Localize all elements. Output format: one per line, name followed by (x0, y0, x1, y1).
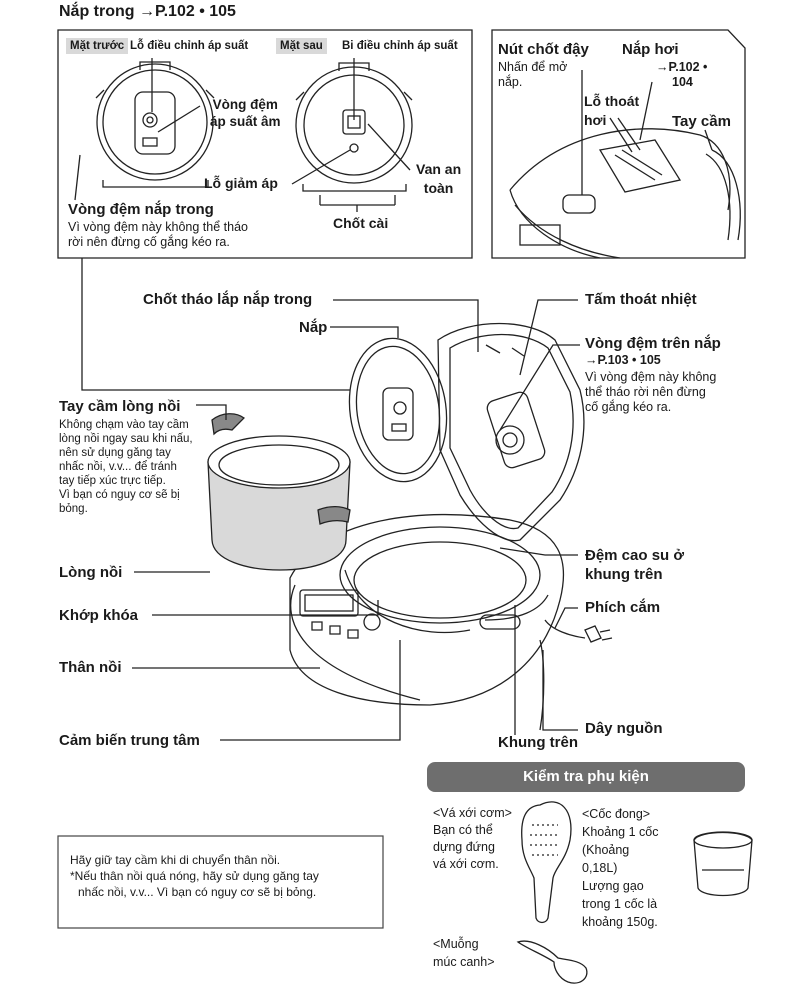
pot-handle-note-line: Không chạm vào tay cầm (59, 418, 193, 432)
pot-handle-note-line: nhấc nồi, v.v... để tránh (59, 460, 193, 474)
carry-note: Hãy giữ tay cầm khi di chuyển thân nồi. … (70, 852, 319, 900)
label-inner-pot: Lòng nồi (59, 563, 122, 582)
label-upper-frame: Khung trên (498, 733, 578, 752)
measuring-cup-drawing (694, 833, 752, 896)
label-center-sensor: Cảm biến trung tâm (59, 731, 200, 750)
open-lid-drawing (438, 324, 584, 541)
frame-rubber-line-1: Đệm cao su ở (585, 546, 684, 565)
top-gasket-note-line-3: cố gắng kéo ra. (585, 400, 716, 415)
safety-valve-line-1: Van an (416, 160, 461, 179)
label-cord: Dây nguồn (585, 719, 663, 738)
pot-handle-note-line: bỏng. (59, 502, 193, 516)
label-lock-button: Nút chốt đậy (498, 40, 589, 59)
steam-cap-ref-line-2: 104 (656, 75, 707, 90)
pressure-seal-line-1: Vòng đệm (210, 96, 281, 113)
label-top-gasket: Vòng đệm trên nắp (585, 334, 721, 353)
frame-rubber-line-2: khung trên (585, 565, 684, 584)
label-inner-lid-release: Chốt tháo lắp nắp trong (143, 290, 312, 309)
measuring-cup-note-line: trong 1 cốc là (582, 895, 658, 913)
accessories-header: Kiểm tra phụ kiện (427, 762, 745, 792)
measuring-cup-block: <Cốc đong> Khoảng 1 cốc (Khoảng 0,18L) L… (582, 805, 658, 931)
rice-paddle-note-line: dựng đứng (433, 839, 512, 856)
carry-note-line-3: nhấc nồi, v.v... Vì bạn có nguy cơ sẽ bị… (70, 884, 319, 900)
measuring-cup-title: <Cốc đong> (582, 805, 658, 823)
measuring-cup-note-line: Lượng gạo (582, 877, 658, 895)
safety-valve-line-2: toàn (416, 179, 461, 198)
carry-note-line-2: *Nếu thân nồi quá nóng, hãy sử dụng găng… (70, 868, 319, 884)
top-gasket-note-line-2: thể tháo rời nên đừng (585, 385, 716, 400)
label-frame-rubber: Đệm cao su ở khung trên (585, 546, 684, 584)
page-title: Nắp trong →P.102 • 105 (59, 2, 236, 21)
label-safety-valve: Van an toàn (416, 160, 461, 198)
steam-vent-line-1: Lỗ thoát (584, 92, 639, 111)
steam-cap-ref-line-1: →P.102 • (656, 60, 707, 75)
inner-lid-front-drawing (96, 62, 214, 187)
pot-handle-note-line: nên sử dụng găng tay (59, 446, 193, 460)
label-pressure-adjust-ball: Bi điều chỉnh áp suất (342, 39, 458, 53)
soup-ladle-drawing (518, 941, 587, 983)
label-latch: Chốt cài (333, 214, 388, 233)
soup-ladle-title-line-1: <Muỗng (433, 935, 495, 953)
label-handle: Tay cầm (672, 112, 731, 131)
gasket-note-line-1: Vì vòng đệm này không thể tháo (68, 220, 248, 235)
rice-paddle-note-line: Bạn có thể (433, 822, 512, 839)
soup-ladle-block: <Muỗng múc canh> (433, 935, 495, 971)
label-body: Thân nồi (59, 658, 122, 677)
inner-lid-gasket-note: Vì vòng đệm này không thể tháo rời nên đ… (68, 220, 248, 250)
label-relief-hole: Lỗ giảm áp (204, 174, 278, 193)
rice-paddle-title: <Vá xới cơm> (433, 805, 512, 822)
label-steam-cap: Nắp hơi (622, 40, 679, 59)
lock-button-note: Nhấn để mở nắp. (498, 60, 567, 90)
top-gasket-note: Vì vòng đệm này không thể tháo rời nên đ… (585, 370, 716, 415)
label-lock-joint: Khớp khóa (59, 606, 138, 625)
measuring-cup-note-line: khoảng 150g. (582, 913, 658, 931)
steam-cap-ref: →P.102 • 104 (656, 60, 707, 90)
pot-handle-note: Không chạm vào tay cầm lòng nồi ngay sau… (59, 418, 193, 516)
carry-note-line-1: Hãy giữ tay cầm khi di chuyển thân nồi. (70, 852, 319, 868)
pot-handle-note-line: tay tiếp xúc trực tiếp. (59, 474, 193, 488)
gasket-note-line-2: rời nên đừng cố gắng kéo ra. (68, 235, 248, 250)
label-lid: Nắp (299, 318, 327, 337)
label-pot-handle: Tay cầm lòng nồi (59, 397, 180, 416)
pot-handle-note-line: Vì bạn có nguy cơ sẽ bị (59, 488, 193, 502)
lock-note-line-2: nắp. (498, 75, 567, 90)
soup-ladle-title-line-2: múc canh> (433, 953, 495, 971)
label-pressure-adjust-hole: Lỗ điều chỉnh áp suất (130, 39, 248, 53)
rice-paddle-note-line: vá xới cơm. (433, 856, 512, 873)
rice-paddle-drawing (522, 802, 571, 923)
label-inner-lid-gasket: Vòng đệm nắp trong (68, 200, 214, 219)
lock-note-line-1: Nhấn để mở (498, 60, 567, 75)
steam-vent-line-2: hơi (584, 111, 639, 130)
measuring-cup-note-line: (Khoảng (582, 841, 658, 859)
rice-paddle-block: <Vá xới cơm> Bạn có thể dựng đứng vá xới… (433, 805, 512, 873)
label-negative-pressure-seal: Vòng đệm áp suất âm (210, 96, 281, 130)
pressure-seal-line-2: áp suất âm (210, 113, 281, 130)
front-face-tag: Mặt trước (66, 38, 128, 54)
label-heat-plate: Tấm thoát nhiệt (585, 290, 697, 309)
top-gasket-note-line-1: Vì vòng đệm này không (585, 370, 716, 385)
top-gasket-ref: →P.103 • 105 (585, 353, 661, 367)
label-steam-vent: Lỗ thoát hơi (584, 92, 639, 130)
measuring-cup-note-line: 0,18L) (582, 859, 658, 877)
back-face-tag: Mặt sau (276, 38, 327, 54)
measuring-cup-note-line: Khoảng 1 cốc (582, 823, 658, 841)
label-plug: Phích cắm (585, 598, 660, 617)
pot-handle-note-line: lòng nồi ngay sau khi nấu, (59, 432, 193, 446)
